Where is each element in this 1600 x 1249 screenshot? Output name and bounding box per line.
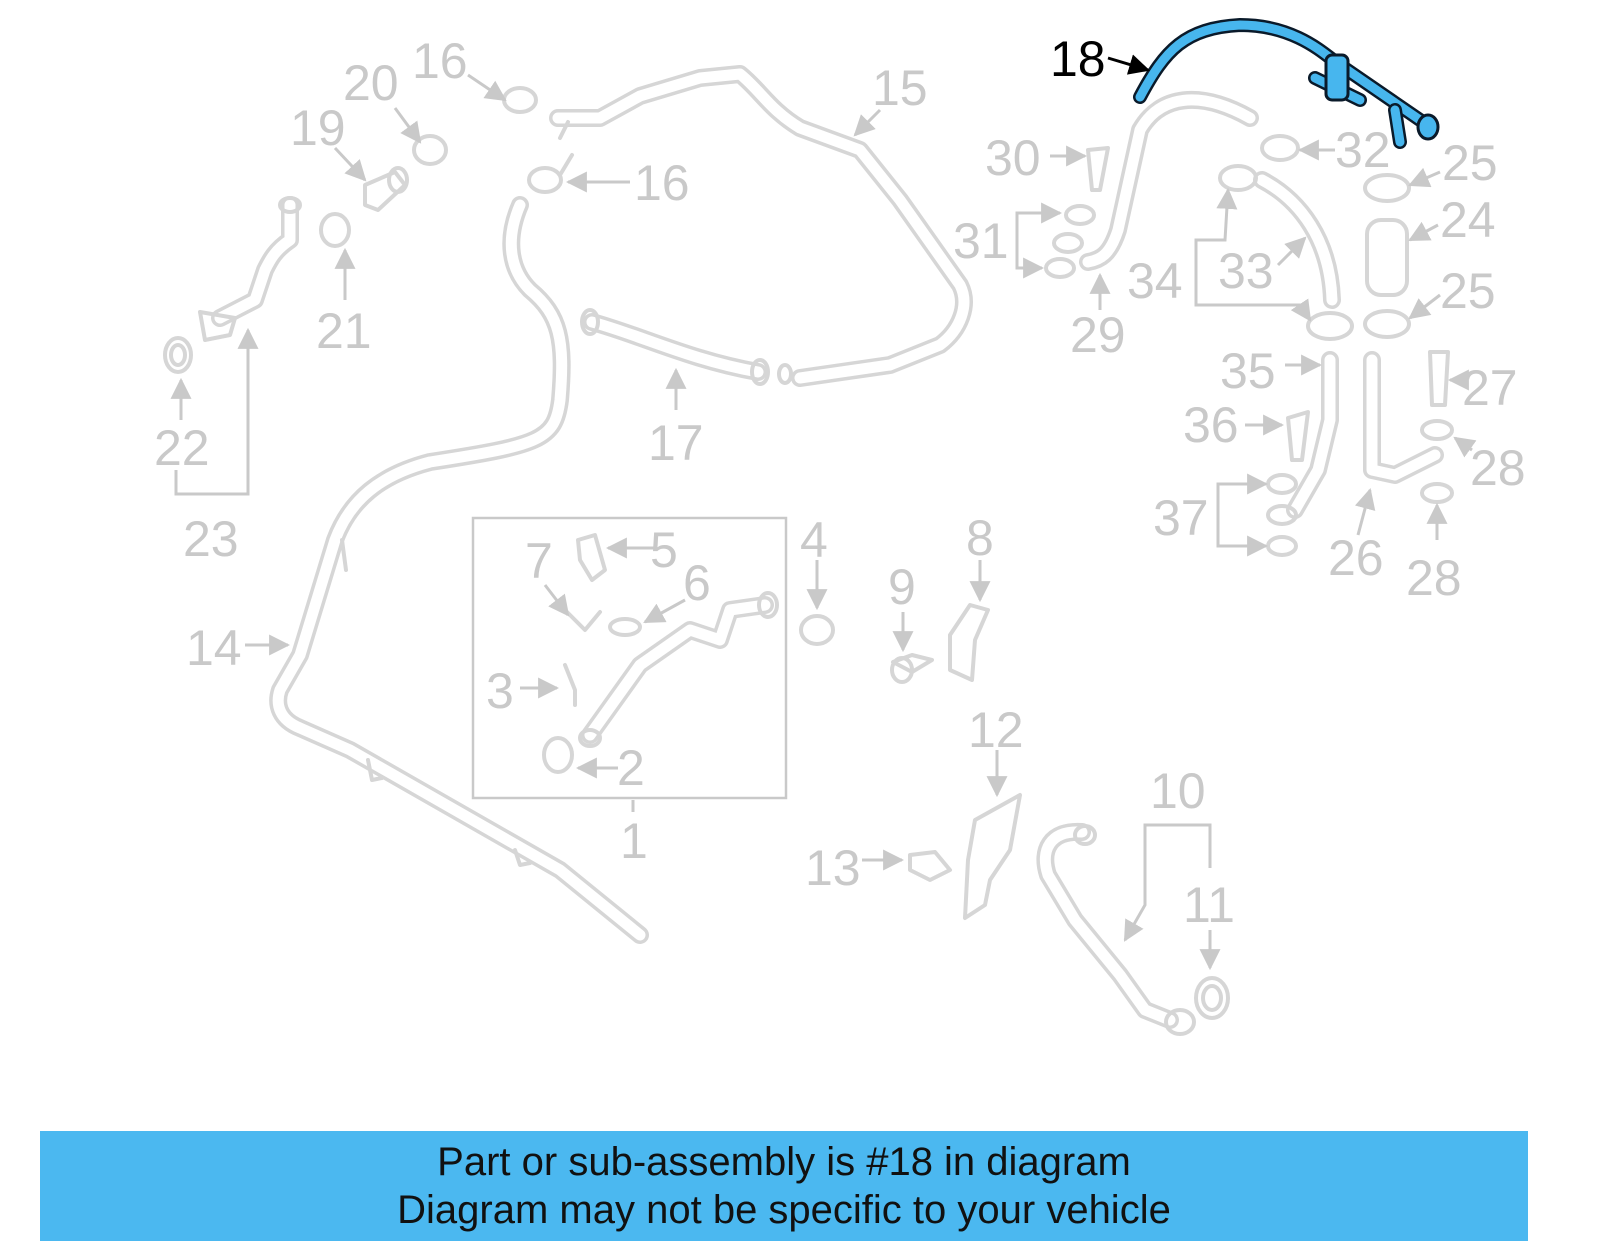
sub-assembly-box-1: [471, 516, 788, 800]
label-27: 27: [1462, 360, 1518, 416]
label-7: 7: [525, 533, 553, 589]
label-20: 21: [316, 303, 372, 359]
label-17: 17: [648, 415, 704, 471]
clamps-16: [502, 86, 563, 194]
label-8: 8: [966, 510, 994, 566]
label-30: 30: [985, 130, 1041, 186]
coolant-hose-17: [580, 308, 793, 386]
pipe-10: [1036, 822, 1230, 1036]
leader-lines: [170, 54, 1477, 971]
label-16b: 16: [634, 155, 690, 211]
label-23: 22: [154, 420, 210, 476]
info-banner: Part or sub-assembly is #18 in diagram D…: [40, 1131, 1528, 1241]
label-31: 31: [953, 213, 1009, 269]
label-14: 14: [186, 620, 242, 676]
banner-line-disclaimer: Diagram may not be specific to your vehi…: [397, 1188, 1171, 1232]
label-26: 26: [1328, 530, 1384, 586]
label-12: 12: [968, 702, 1024, 758]
label-16a: 16: [412, 33, 468, 89]
label-22: 23: [183, 511, 239, 567]
label-4: 4: [800, 512, 828, 568]
label-37: 37: [1153, 490, 1209, 546]
label-5: 5: [650, 522, 678, 578]
label-6: 6: [683, 555, 711, 611]
label-32: 32: [1335, 122, 1391, 178]
label-13: 13: [805, 840, 861, 896]
label-25b: 25: [1440, 263, 1496, 319]
label-24: 24: [1440, 192, 1496, 248]
label-28a: 28: [1470, 440, 1526, 496]
label-11: 11: [1183, 877, 1235, 933]
left-parts-group: [163, 134, 448, 374]
label-18: 18: [1050, 31, 1106, 87]
label-21: 20: [343, 55, 399, 111]
label-2: 2: [617, 740, 645, 796]
label-3: 3: [486, 663, 514, 719]
label-10: 10: [1150, 763, 1206, 819]
label-28b: 28: [1406, 550, 1462, 606]
label-19: 19: [290, 100, 346, 156]
sub-assembly-1-parts: [542, 533, 835, 774]
label-34: 34: [1127, 253, 1183, 309]
label-15: 15: [872, 60, 928, 116]
bracket-parts: [890, 603, 1022, 920]
banner-line-part: Part or sub-assembly is #18 in diagram: [437, 1140, 1131, 1184]
coolant-pipe-15: [269, 65, 973, 944]
label-29: 29: [1070, 307, 1126, 363]
label-1: 1: [620, 813, 648, 869]
label-9: 9: [888, 559, 916, 615]
label-33: 33: [1218, 243, 1274, 299]
callout-labels: 18 16 16 15 20 19 21 22 23 17 14 7 5 6 3…: [154, 31, 1526, 933]
label-36: 36: [1183, 397, 1239, 453]
highlighted-pipe-18: [1133, 18, 1440, 149]
label-35: 35: [1220, 343, 1276, 399]
label-25a: 25: [1442, 135, 1498, 191]
